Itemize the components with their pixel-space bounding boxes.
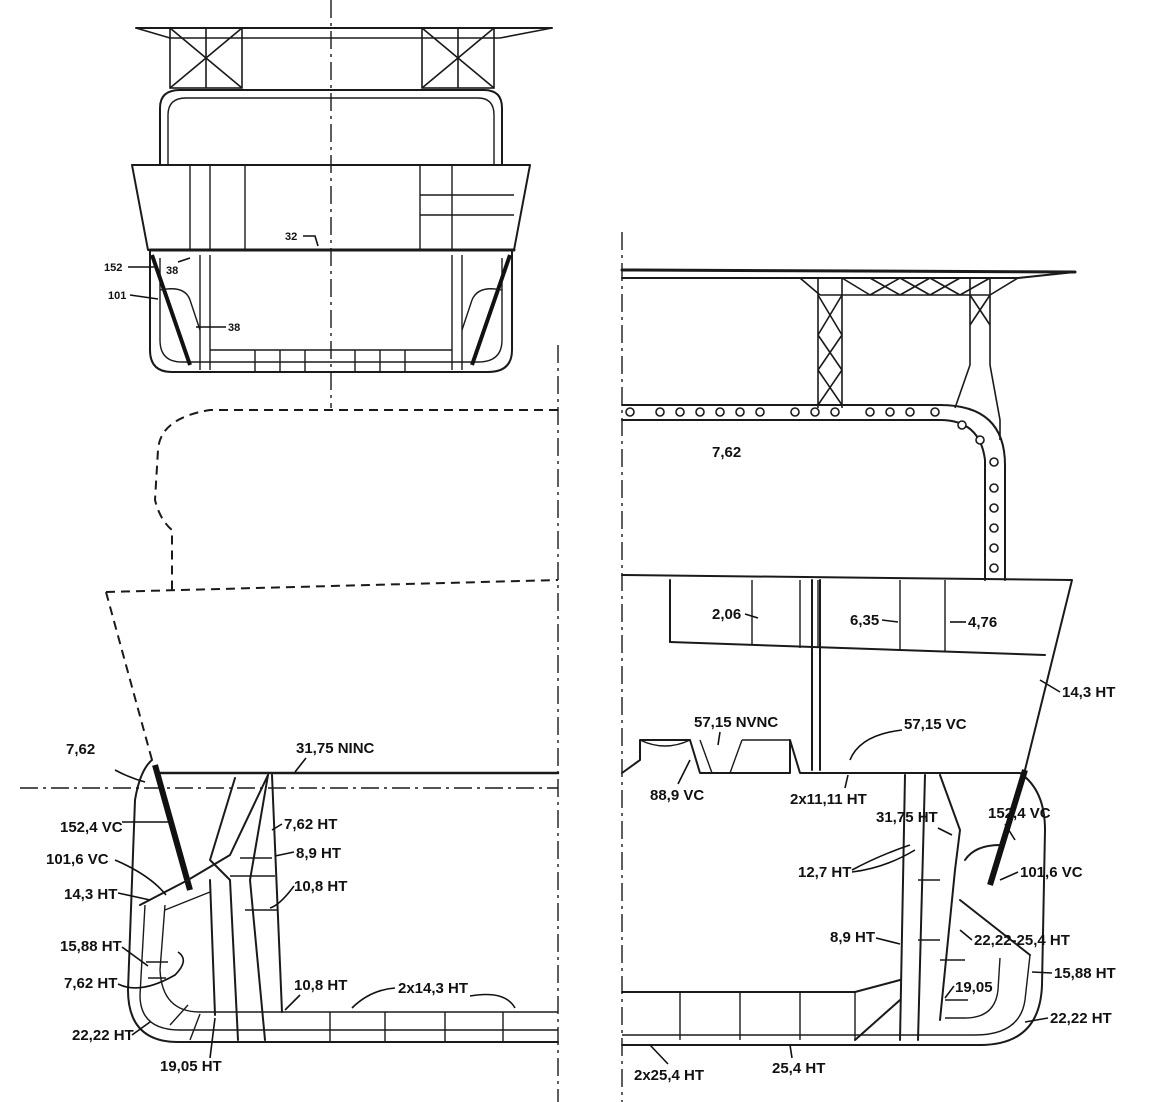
right-label-101-6-vc: 101,6 VC: [1020, 864, 1083, 881]
right-label-19-05: 19,05: [955, 979, 993, 996]
left-label-7-62-top: 7,62: [66, 741, 95, 758]
top-lower-hull: [149, 249, 513, 373]
top-truss: [135, 27, 553, 89]
right-label-31-75-ht: 31,75 HT: [876, 809, 938, 826]
top-label-38-b: 38: [228, 322, 240, 334]
left-label-31-75-ninc: 31,75 NINC: [296, 740, 375, 757]
left-label-15-88-ht: 15,88 HT: [60, 938, 122, 955]
right-truss: [799, 277, 1019, 440]
left-label-7-62-ht: 7,62 HT: [284, 816, 337, 833]
top-label-32: 32: [285, 231, 297, 243]
top-section: 32 152 38 101 38: [104, 0, 553, 408]
left-label-22-22-ht: 22,22 HT: [72, 1027, 134, 1044]
left-label-19-05-ht: 19,05 HT: [160, 1058, 222, 1075]
right-label-22-22-ht: 22,22 HT: [1050, 1010, 1112, 1027]
left-dashed-hangar: [153, 409, 558, 590]
right-label-14-3-ht-a: 14,3 HT: [1062, 684, 1115, 701]
right-label-57-15-nvnc: 57,15 NVNC: [694, 714, 778, 731]
right-label-4-76: 4,76: [968, 614, 997, 631]
right-label-25-4-ht: 25,4 HT: [772, 1060, 825, 1077]
left-label-101-6-vc: 101,6 VC: [46, 851, 109, 868]
right-label-2-06: 2,06: [712, 606, 741, 623]
right-label-12-7-ht: 12,7 HT: [798, 864, 851, 881]
right-label-88-9-vc: 88,9 VC: [650, 787, 704, 804]
left-armor-belt: [152, 764, 193, 891]
right-label-6-35: 6,35: [850, 612, 879, 629]
right-label-7-62: 7,62: [712, 444, 741, 461]
left-section: 7,62 31,75 NINC 152,4 VC 7,62 HT 8,9 HT …: [20, 345, 560, 1102]
left-label-2x14-3-ht: 2x14,3 HT: [398, 980, 468, 997]
right-armor-deck: [621, 739, 1021, 774]
right-label-8-9-ht: 8,9 HT: [830, 929, 875, 946]
right-sponson: [621, 574, 1073, 771]
left-label-152-4-vc: 152,4 VC: [60, 819, 123, 836]
right-label-15-88-ht: 15,88 HT: [1054, 965, 1116, 982]
right-hangar-deck: [621, 404, 1006, 581]
left-double-bottom: [169, 1004, 504, 1042]
right-section: 7,62 2,06 6,35 4,76 14,3 HT 57,15 NVNC 5…: [620, 232, 1116, 1102]
top-label-101: 101: [108, 290, 126, 302]
left-hull-outer: [127, 759, 559, 1043]
left-label-10-8-ht-b: 10,8 HT: [294, 977, 347, 994]
top-label-38-a: 38: [166, 265, 178, 277]
right-label-57-15-vc: 57,15 VC: [904, 716, 967, 733]
right-label-22-22-25-4-ht: 22,22-25,4 HT: [974, 932, 1070, 949]
left-label-7-62-ht-b: 7,62 HT: [64, 975, 117, 992]
left-dashed-sponson: [105, 579, 559, 761]
right-double-bottom: [679, 879, 968, 1040]
right-label-152-4-vc: 152,4 VC: [988, 805, 1051, 822]
right-label-2x11-11-ht: 2x11,11 HT: [790, 791, 867, 808]
right-label-2x25-4-ht: 2x25,4 HT: [634, 1067, 704, 1084]
left-label-8-9-ht: 8,9 HT: [296, 845, 341, 862]
top-sponson: [131, 164, 531, 251]
right-rivets: [625, 407, 999, 573]
left-label-14-3-ht: 14,3 HT: [64, 886, 117, 903]
top-hangar: [159, 89, 503, 166]
right-flight-deck: [620, 268, 1077, 274]
right-hull-outer: [621, 772, 1046, 1046]
top-label-152: 152: [104, 262, 122, 274]
left-label-10-8-ht-a: 10,8 HT: [294, 878, 347, 895]
